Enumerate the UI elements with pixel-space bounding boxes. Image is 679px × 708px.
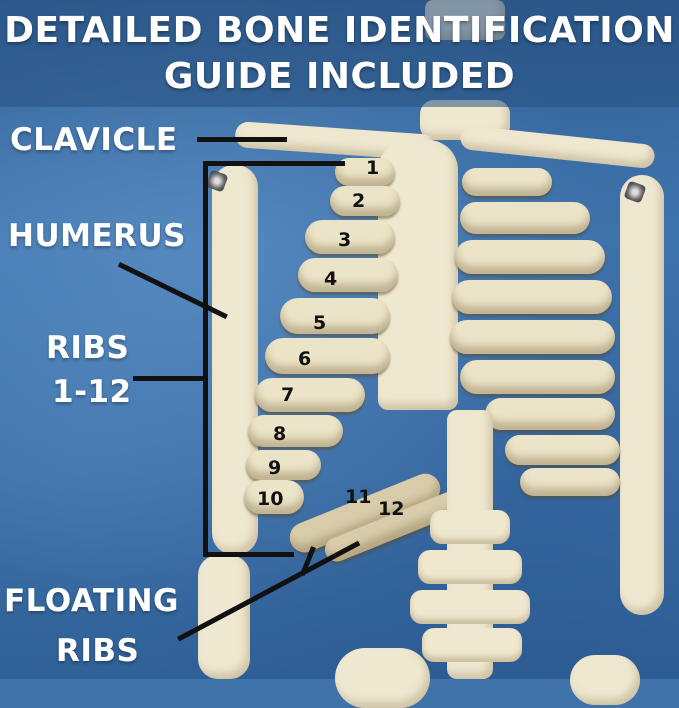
label-floating: FLOATING	[4, 583, 179, 619]
title-line-2: GUIDE INCLUDED	[163, 56, 516, 97]
rib-number-10: 10	[257, 488, 284, 510]
lumbar-vertebra	[410, 590, 530, 624]
rib-right-2	[460, 202, 590, 234]
rib-number-8: 8	[273, 423, 287, 445]
label-ribs: RIBS	[46, 330, 130, 366]
rib-left-8	[248, 415, 343, 447]
rib-left-3	[305, 220, 395, 254]
ribs-pointer-line	[133, 376, 205, 381]
rib-right-4	[452, 280, 612, 314]
lumbar-vertebra	[422, 628, 522, 662]
pelvis-right	[570, 655, 640, 705]
rib-left-6	[265, 338, 390, 374]
rib-number-2: 2	[352, 190, 366, 212]
rib-left-7	[255, 378, 365, 412]
ribs-bracket-bottom	[203, 552, 294, 557]
label-floating-ribs: RIBS	[56, 633, 140, 669]
rib-right-8	[505, 435, 620, 465]
rib-number-9: 9	[268, 457, 282, 479]
rib-right-9	[520, 468, 620, 496]
label-humerus: HUMERUS	[8, 218, 187, 254]
ribs-bracket-vertical	[203, 161, 208, 557]
ribs-bracket-top	[203, 161, 345, 166]
rib-left-5	[280, 298, 390, 334]
clavicle-pointer-line	[197, 137, 287, 142]
rib-number-4: 4	[324, 268, 338, 290]
title-banner	[0, 0, 679, 107]
rib-right-3	[455, 240, 605, 274]
rib-left-2	[330, 186, 400, 216]
lumbar-vertebra	[430, 510, 510, 544]
rib-right-5	[450, 320, 615, 354]
label-ribs-range: 1-12	[52, 374, 132, 410]
rib-number-12: 12	[378, 498, 405, 520]
rib-right-1	[462, 168, 552, 196]
rib-right-7	[485, 398, 615, 430]
rib-left-1	[335, 158, 395, 186]
rib-number-6: 6	[298, 348, 312, 370]
rib-number-5: 5	[313, 312, 327, 334]
rib-right-6	[460, 360, 615, 394]
title-line-1: DETAILED BONE IDENTIFICATION	[4, 10, 675, 51]
rib-number-11: 11	[345, 486, 372, 508]
right-humerus	[620, 175, 664, 615]
rib-left-4	[298, 258, 398, 292]
label-clavicle: CLAVICLE	[10, 122, 178, 158]
rib-number-3: 3	[338, 229, 352, 251]
pelvis-left	[335, 648, 430, 708]
lumbar-vertebra	[418, 550, 522, 584]
rib-number-7: 7	[281, 384, 295, 406]
rib-number-1: 1	[366, 157, 380, 179]
rib-left-10	[244, 480, 304, 514]
rib-left-9	[246, 450, 321, 480]
